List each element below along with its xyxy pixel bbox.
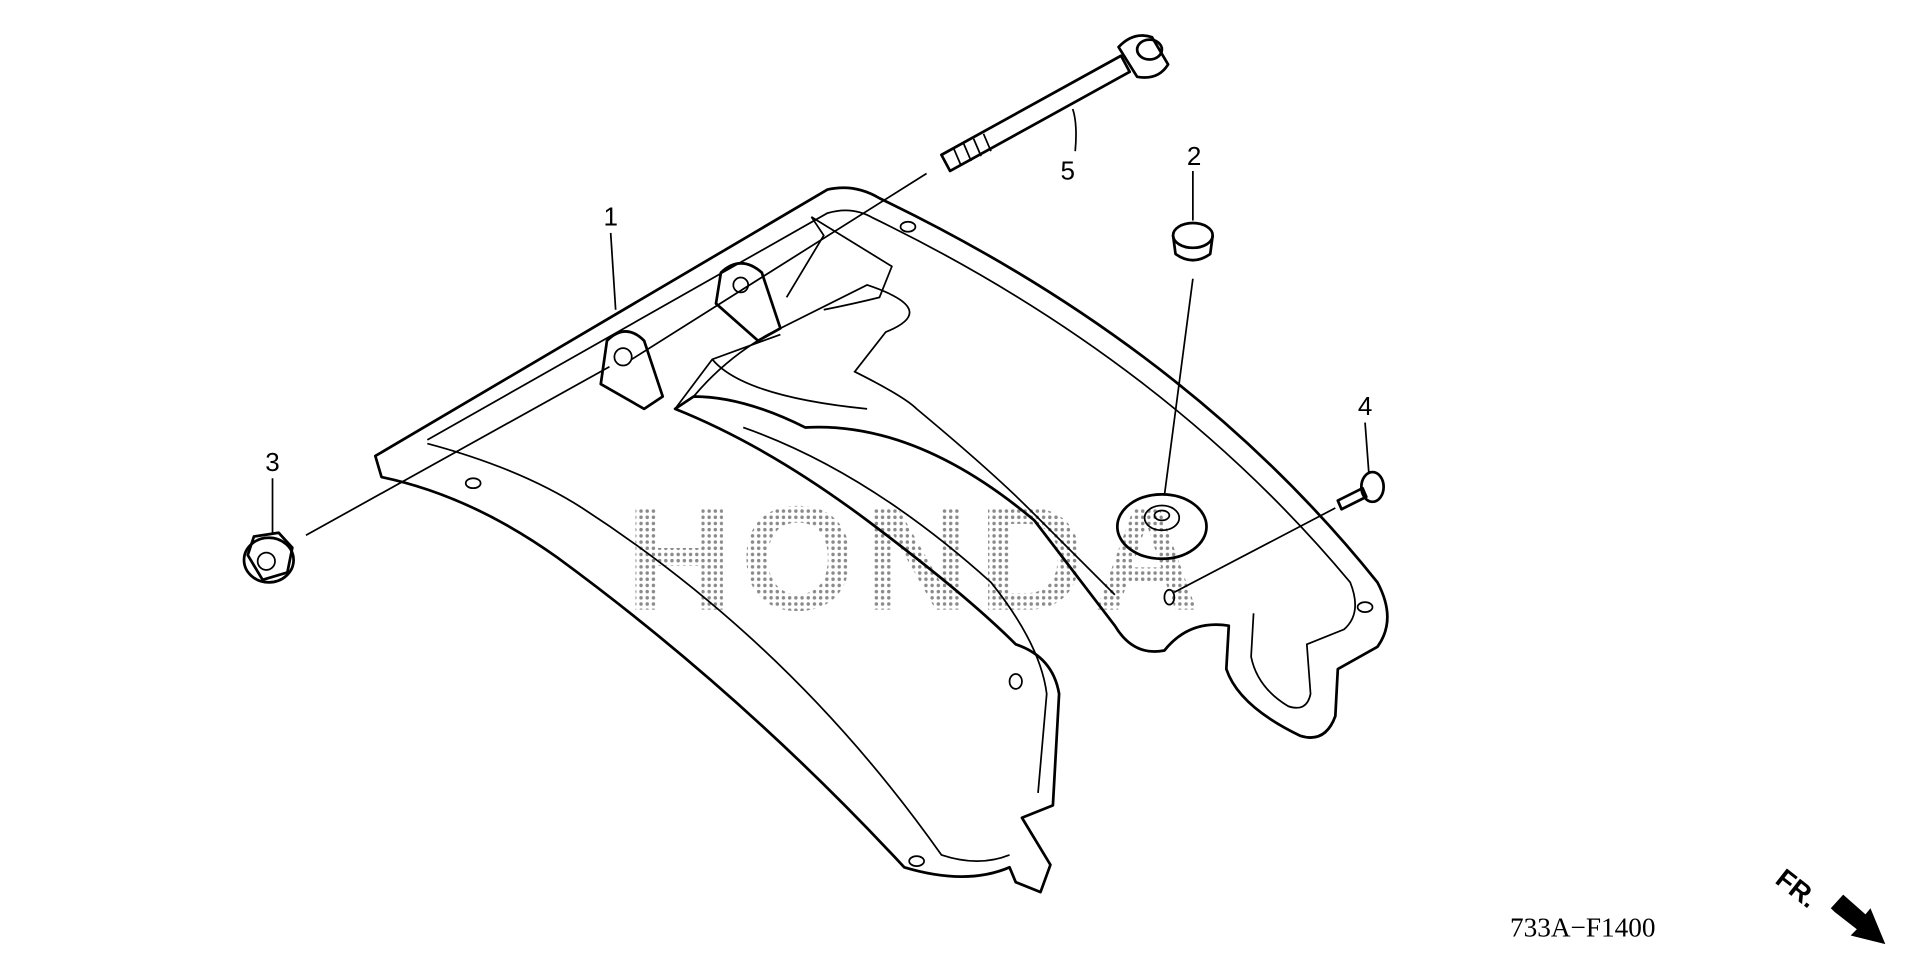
- cap-part: [1171, 221, 1215, 262]
- flange-bolt-part: [1336, 470, 1386, 511]
- callout-1: 1: [603, 201, 617, 231]
- front-direction-indicator: FR.: [1770, 862, 1886, 945]
- plate-part: [373, 186, 1389, 894]
- callout-4: 4: [1358, 391, 1372, 421]
- long-bolt-part: [940, 34, 1170, 173]
- front-label: FR.: [1770, 862, 1824, 913]
- front-arrow-icon: [1830, 894, 1886, 945]
- leader-line: [1163, 278, 1194, 496]
- flange-nut-part: [242, 531, 295, 584]
- callout-3: 3: [265, 447, 279, 477]
- callout-2: 2: [1187, 141, 1201, 171]
- callout-5: 5: [1061, 156, 1075, 186]
- leader-line: [631, 172, 928, 361]
- leader-line: [305, 365, 610, 537]
- figure-code: 733A−F1400: [1510, 913, 1656, 943]
- leader-line: [1173, 507, 1336, 594]
